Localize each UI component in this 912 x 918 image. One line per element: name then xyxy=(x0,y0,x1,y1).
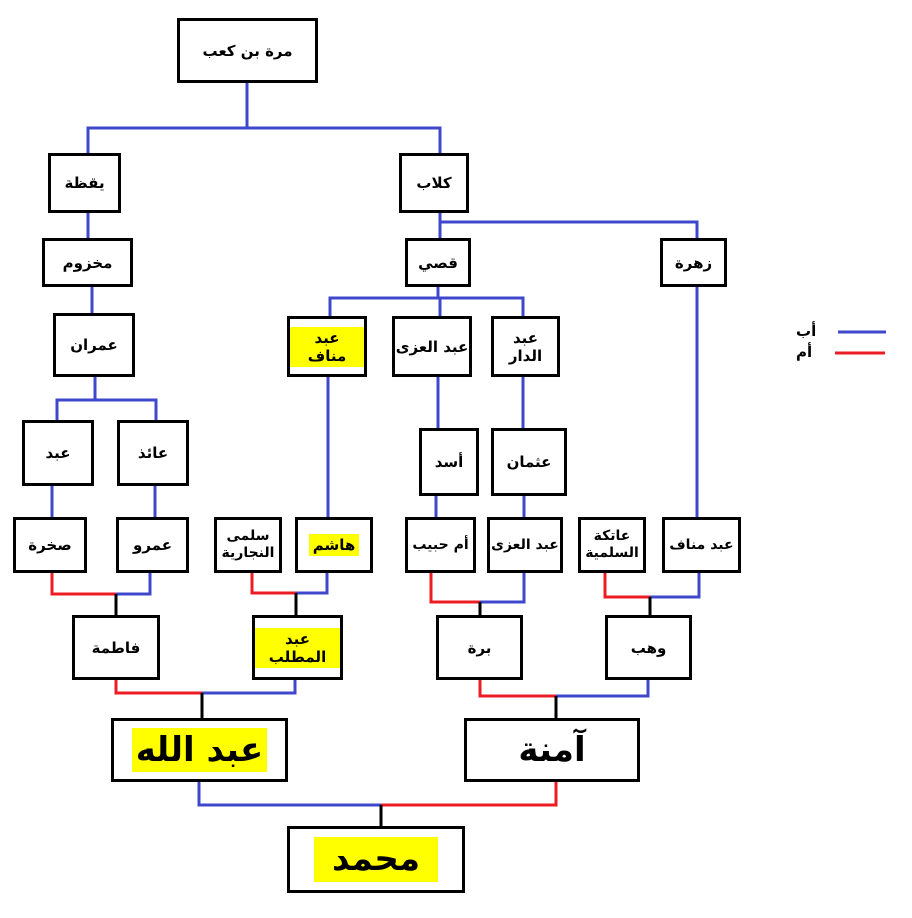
node-label: عبد مناف xyxy=(669,536,734,553)
legend-mother-label: أم xyxy=(796,343,813,361)
node-umm-habib: أم حبيب xyxy=(405,517,476,573)
node-abd-uzza-1: عبد العزى xyxy=(392,316,472,377)
line-qusay-children xyxy=(328,287,525,316)
line-mother-ummhabib xyxy=(429,573,480,604)
node-uthman: عثمان xyxy=(491,428,567,496)
node-hashim: هاشم xyxy=(295,517,373,573)
line-murrah-children xyxy=(86,83,442,153)
node-label: صخرة xyxy=(28,536,72,554)
line-father-amr xyxy=(116,573,152,596)
node-label-highlighted: محمد xyxy=(314,837,438,882)
node-label: أم حبيب xyxy=(412,536,469,553)
node-salma: سلمى النجارية xyxy=(214,517,282,573)
node-label: أسد xyxy=(434,453,464,471)
legend-father-label: أب xyxy=(796,322,817,340)
node-label: عائذ xyxy=(137,444,169,462)
node-label: مرة بن كعب xyxy=(202,41,293,60)
node-abd: عبد xyxy=(22,420,94,486)
line-father-abdmanaf xyxy=(650,573,701,599)
node-asad: أسد xyxy=(419,428,479,496)
node-label-highlighted: عبد المطلب xyxy=(255,627,340,668)
node-sakhrah: صخرة xyxy=(13,517,87,573)
node-label: زهرة xyxy=(674,253,713,272)
node-label: عمرو xyxy=(133,536,172,554)
node-kilab: كلاب xyxy=(399,153,469,213)
node-label: عبد العزى xyxy=(395,337,469,356)
line-mother-sakhrah xyxy=(50,573,116,596)
node-label: عبد الدار xyxy=(508,328,543,365)
node-label: مخزوم xyxy=(62,253,113,272)
line-father-wahb xyxy=(556,680,650,698)
line-mother-fatimah xyxy=(114,680,202,695)
node-abd-uzza-2: عبد العزى xyxy=(487,517,563,573)
node-label-highlighted: عبد الله xyxy=(131,727,268,773)
node-aminah: آمنة xyxy=(464,718,640,782)
line-mother-salma xyxy=(250,573,296,595)
node-label: عبد العزى xyxy=(491,536,559,553)
node-label: كلاب xyxy=(416,174,452,192)
node-abd-muttalib: عبد المطلب xyxy=(252,615,343,680)
node-label: فاطمة xyxy=(91,638,141,657)
line-father-abdmuttalib xyxy=(202,680,297,695)
node-label: برة xyxy=(467,638,492,657)
node-label: عمران xyxy=(70,336,118,354)
node-label-highlighted: هاشم xyxy=(308,534,360,556)
node-atikah: عاتكة السلمية xyxy=(578,517,646,573)
node-label: يقظة xyxy=(64,174,105,192)
line-father-abdullah xyxy=(197,782,381,807)
node-muhammad: محمد xyxy=(287,826,465,893)
node-yaqazah: يقظة xyxy=(48,153,121,213)
line-imran-children xyxy=(55,377,158,420)
node-amr: عمرو xyxy=(116,517,189,573)
node-barrah: برة xyxy=(436,615,523,680)
node-abd-manaf-2: عبد مناف xyxy=(662,517,741,573)
node-zuhrah: زهرة xyxy=(660,238,727,287)
node-label: قصي xyxy=(418,253,458,272)
node-label: آمنة xyxy=(518,729,586,770)
node-wahb: وهب xyxy=(605,615,692,680)
node-qusay: قصي xyxy=(405,238,471,287)
line-mother-aminah xyxy=(381,782,558,807)
node-aidh: عائذ xyxy=(117,420,189,486)
node-label: عاتكة السلمية xyxy=(585,528,639,561)
node-label: سلمى النجارية xyxy=(221,528,275,561)
node-makhzum: مخزوم xyxy=(42,238,133,287)
line-father-abduzza xyxy=(480,573,526,604)
line-kilab-children xyxy=(438,213,699,238)
node-label: وهب xyxy=(630,638,667,657)
node-abd-manaf-1: عبد مناف xyxy=(287,316,367,377)
node-abdullah: عبد الله xyxy=(111,718,288,782)
line-mother-atikah xyxy=(603,573,650,599)
node-murrah: مرة بن كعب xyxy=(177,18,318,83)
node-label: عبد xyxy=(45,444,71,462)
line-mother-barrah xyxy=(478,680,556,698)
node-fatimah: فاطمة xyxy=(72,615,160,680)
node-label-highlighted: عبد مناف xyxy=(290,326,364,367)
node-imran: عمران xyxy=(53,313,135,377)
node-abd-dar: عبد الدار xyxy=(491,316,560,377)
line-father-hashim xyxy=(296,573,329,595)
node-label: عثمان xyxy=(506,453,552,471)
